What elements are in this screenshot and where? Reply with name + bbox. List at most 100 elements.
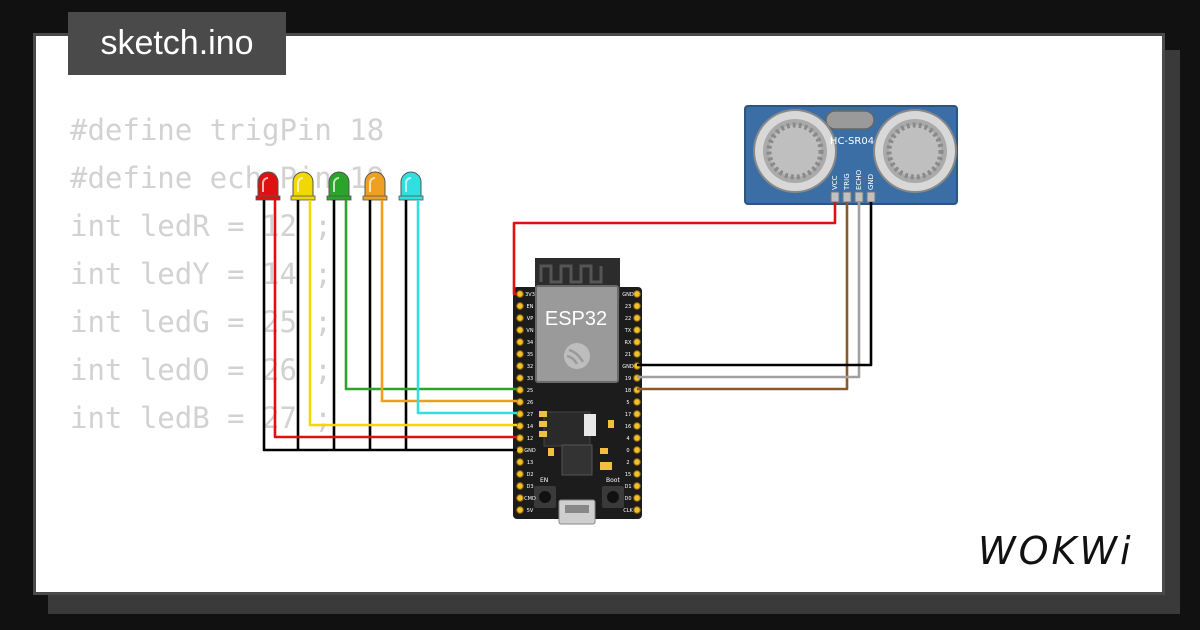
boot-label: Boot: [606, 477, 620, 484]
board-pin[interactable]: [516, 290, 524, 298]
board-pin-label: 19: [625, 376, 631, 382]
wokwi-logo: WOKWi: [978, 529, 1134, 573]
board-pin[interactable]: [516, 386, 524, 394]
board-pin[interactable]: [633, 290, 641, 298]
board-pin-label: D0: [624, 496, 631, 502]
board-pin[interactable]: [516, 350, 524, 358]
board-pin-label: 22: [625, 316, 631, 322]
led-red[interactable]: [255, 171, 281, 201]
board-pin-label: D3: [526, 484, 533, 490]
board-pin[interactable]: [633, 434, 641, 442]
wire-sensor-vcc: [512, 202, 837, 296]
board-pin[interactable]: [633, 338, 641, 346]
file-tab[interactable]: sketch.ino: [68, 12, 286, 75]
regulator-chip: [561, 444, 593, 476]
board-label: ESP32: [545, 308, 607, 330]
board-pin[interactable]: [633, 482, 641, 490]
led-group: [255, 171, 424, 201]
board-pin-label: RX: [625, 340, 632, 346]
board-pin[interactable]: [633, 506, 641, 514]
sensor-pin-label: ECHO: [855, 169, 863, 190]
en-label: EN: [540, 477, 548, 484]
board-pin-label: 25: [527, 388, 533, 394]
board-pin[interactable]: [516, 470, 524, 478]
board-pin-label: EN: [527, 304, 534, 310]
board-pin[interactable]: [633, 410, 641, 418]
led-orange[interactable]: [362, 171, 388, 201]
board-pin[interactable]: [516, 314, 524, 322]
board-pin-label: 0: [626, 448, 629, 454]
hc-sr04-sensor[interactable]: HC-SR04 VCC TRIG ECHO GND: [744, 105, 958, 205]
board-pin[interactable]: [516, 434, 524, 442]
espressif-logo-icon: [564, 343, 590, 369]
board-pin[interactable]: [516, 422, 524, 430]
board-pin[interactable]: [516, 398, 524, 406]
board-pin-label: GND: [622, 292, 634, 298]
board-pin[interactable]: [516, 482, 524, 490]
code-line: int ledR = 12 ;: [70, 209, 332, 243]
board-pin[interactable]: [633, 422, 641, 430]
board-pin[interactable]: [516, 374, 524, 382]
board-pin-label: 33: [527, 376, 533, 382]
board-pin[interactable]: [633, 350, 641, 358]
code-line: int ledB = 27 ;: [70, 401, 332, 435]
board-pin[interactable]: [516, 338, 524, 346]
board-pin[interactable]: [633, 458, 641, 466]
code-line: int ledO = 26 ;: [70, 353, 332, 387]
board-pin-label: 15: [625, 472, 631, 478]
board-pin[interactable]: [633, 302, 641, 310]
board-pin[interactable]: [516, 494, 524, 502]
transducer-left: [753, 109, 837, 193]
board-pin-label: GND: [622, 364, 634, 370]
board-pin[interactable]: [633, 494, 641, 502]
boot-button[interactable]: [602, 486, 624, 508]
board-pin[interactable]: [633, 326, 641, 334]
led-blue[interactable]: [398, 171, 424, 201]
esp32-module: [535, 285, 619, 383]
board-pin[interactable]: [516, 506, 524, 514]
en-button[interactable]: [534, 486, 556, 508]
board-pin-label: 21: [625, 352, 631, 358]
board-pin-label: D1: [624, 484, 631, 490]
board-pin[interactable]: [516, 410, 524, 418]
board-pin-label: 3V3: [525, 292, 535, 298]
wire-led-red-gnd: [262, 200, 517, 452]
board-pin[interactable]: [516, 446, 524, 454]
board-pin[interactable]: [633, 470, 641, 478]
board-pin[interactable]: [516, 362, 524, 370]
board-pin-label: 5: [626, 400, 629, 406]
board-pin-label: 32: [527, 364, 533, 370]
wire-led-orange-gpio26: [380, 200, 517, 403]
transducer-right: [873, 109, 957, 193]
wire-led-red-gpio12: [273, 200, 517, 439]
board-pin-label: 14: [527, 424, 533, 430]
sensor-pin-label: VCC: [831, 175, 839, 190]
component: [584, 414, 596, 436]
led-yellow[interactable]: [290, 171, 316, 201]
sensor-pin-label: TRIG: [843, 173, 851, 191]
code-line: int ledY = 14 ;: [70, 257, 332, 291]
board-pin[interactable]: [516, 302, 524, 310]
board-pin[interactable]: [633, 446, 641, 454]
led-green[interactable]: [326, 171, 352, 201]
micro-usb-port[interactable]: [558, 499, 596, 525]
board-pin-label: 12: [527, 436, 533, 442]
wire-sensor-trig: [637, 202, 849, 391]
wire-led-yellow-gpio14: [308, 200, 517, 427]
board-pin[interactable]: [516, 458, 524, 466]
board-pin-label: 17: [625, 412, 631, 418]
board-pin-label: 26: [527, 400, 533, 406]
wire-led-green-gpio25: [344, 200, 517, 391]
board-pin[interactable]: [516, 326, 524, 334]
usb-uart-chip: [543, 411, 591, 447]
board-pin[interactable]: [633, 398, 641, 406]
board-pin-label: CLK: [623, 508, 633, 514]
code-line: #define trigPin 18: [70, 113, 385, 147]
board-pin-label: 27: [527, 412, 533, 418]
board-pin-label: TX: [624, 328, 632, 334]
board-pin[interactable]: [633, 314, 641, 322]
board-pin-label: 5V: [527, 508, 534, 514]
